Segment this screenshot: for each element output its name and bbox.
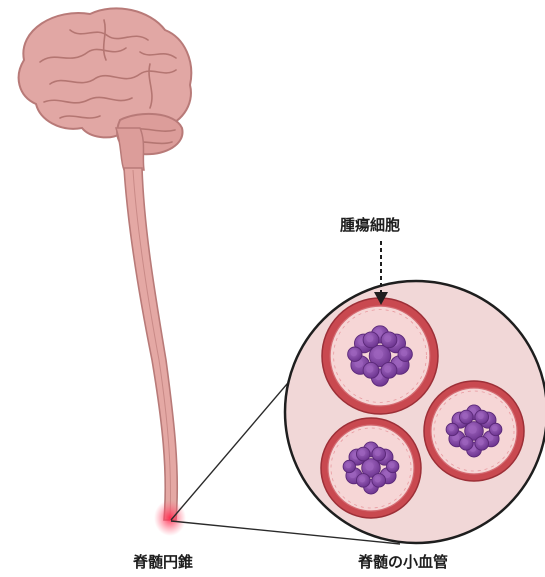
tumor-vessel-icon [322,298,438,414]
brain-icon [19,8,192,170]
down-arrow-icon [374,241,388,305]
tumor-vessel-icon [321,418,421,518]
conus-highlight [154,500,186,536]
tumor-cells-label: 腫瘍細胞 [340,214,400,235]
spinal-capillaries-label: 脊髄の小血管 [358,551,448,572]
tumor-vessel-icon [424,381,524,481]
conus-medullaris-label: 脊髄円錐 [133,551,193,572]
spinal-cord-icon [124,168,177,520]
